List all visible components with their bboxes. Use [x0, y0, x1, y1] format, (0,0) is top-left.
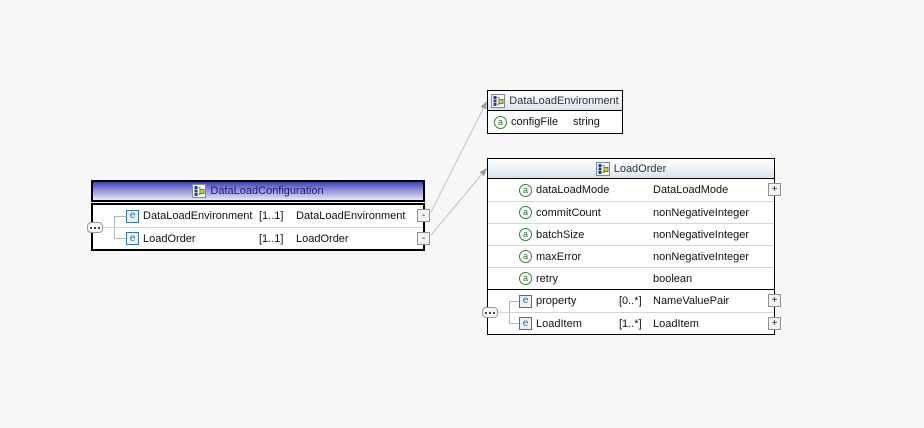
collapse-button[interactable]: - — [417, 232, 430, 245]
arrowhead-loadorder — [479, 168, 487, 176]
attribute-icon: a — [519, 206, 532, 219]
reference-line-loadorder — [430, 173, 483, 236]
attribute-type: boolean — [653, 272, 693, 285]
complex-type-icon — [595, 161, 610, 176]
reference-line-dataloadenvironment — [430, 106, 485, 213]
branch-line — [114, 216, 126, 217]
attribute-name: commitCount — [536, 206, 601, 219]
complex-type-box-dataloadenvironment: DataLoadEnvironment a configFile string — [487, 90, 623, 134]
attribute-type: nonNegativeInteger — [653, 250, 750, 263]
attribute-type: string — [573, 116, 600, 128]
element-cardinality: [1..*] — [619, 317, 642, 330]
attribute-type: DataLoadMode — [653, 184, 729, 196]
complex-type-icon — [491, 93, 506, 108]
sequence-indicator[interactable] — [482, 307, 498, 318]
attribute-row-commitcount[interactable]: a commitCount nonNegativeInteger — [488, 201, 774, 223]
box-title: DataLoadEnvironment — [509, 94, 619, 107]
collapse-button[interactable]: - — [417, 209, 430, 222]
attribute-icon: a — [494, 115, 507, 129]
element-type: NameValuePair — [653, 295, 730, 307]
element-icon: e — [126, 232, 139, 245]
attribute-icon: a — [519, 183, 532, 197]
element-row-loadorder[interactable]: e LoadOrder [1..1] LoadOrder - — [93, 227, 430, 249]
attribute-name: batchSize — [536, 228, 585, 241]
content-model-section: e property [0..*] NameValuePair + e Load… — [482, 290, 781, 335]
attribute-type: nonNegativeInteger — [653, 206, 750, 219]
box-title: LoadOrder — [613, 162, 667, 175]
complex-type-box-loadorder: LoadOrder a dataLoadMode DataLoadMode + … — [482, 158, 781, 335]
element-name: LoadItem — [536, 317, 582, 330]
element-cardinality: [1..1] — [259, 210, 284, 222]
element-cardinality: [1..1] — [259, 232, 284, 245]
expand-button[interactable]: + — [768, 294, 781, 307]
expand-button[interactable]: + — [768, 317, 781, 330]
attribute-name: configFile — [511, 116, 559, 128]
arrowhead-dataloadenvironment — [480, 101, 487, 110]
complex-type-icon — [192, 184, 207, 198]
box-title: DataLoadConfiguration — [210, 185, 324, 197]
element-icon: e — [519, 317, 532, 330]
attribute-name: dataLoadMode — [536, 184, 610, 196]
attribute-icon: a — [519, 228, 532, 241]
attribute-name: retry — [536, 272, 558, 285]
element-cardinality: [0..*] — [619, 295, 642, 307]
element-name: DataLoadEnvironment — [143, 210, 253, 222]
element-row-property[interactable]: e property [0..*] NameValuePair + — [488, 290, 781, 312]
attribute-row-dataloadmode[interactable]: a dataLoadMode DataLoadMode + — [488, 179, 781, 201]
element-row-dataloadenvironment[interactable]: e DataLoadEnvironment [1..1] DataLoadEnv… — [93, 205, 430, 227]
attribute-type: nonNegativeInteger — [653, 228, 750, 241]
element-icon: e — [519, 294, 532, 308]
attribute-icon: a — [519, 272, 532, 285]
attributes-section: a dataLoadMode DataLoadMode + a commitCo… — [487, 179, 781, 290]
element-row-loaditem[interactable]: e LoadItem [1..*] LoadItem + — [488, 312, 781, 334]
attribute-row-configfile[interactable]: a configFile string — [488, 111, 622, 133]
box-header-dataloadenvironment[interactable]: DataLoadEnvironment — [487, 90, 623, 111]
element-name: LoadOrder — [143, 232, 196, 245]
attribute-row-maxerror[interactable]: a maxError nonNegativeInteger — [488, 245, 774, 267]
box-header-dataloadconfiguration[interactable]: DataLoadConfiguration — [91, 180, 425, 202]
attribute-row-batchsize[interactable]: a batchSize nonNegativeInteger — [488, 223, 774, 245]
element-icon: e — [126, 209, 139, 223]
attribute-icon: a — [519, 250, 532, 263]
branch-line — [114, 238, 126, 239]
element-name: property — [536, 295, 577, 307]
attribute-name: maxError — [536, 250, 582, 263]
branch-line — [509, 323, 521, 324]
element-type: LoadOrder — [296, 232, 349, 245]
box-header-loadorder[interactable]: LoadOrder — [487, 158, 775, 179]
element-type: LoadItem — [653, 317, 699, 330]
complex-type-box-dataloadconfiguration: DataLoadConfiguration e DataLoadEnvironm… — [87, 180, 430, 251]
content-model-section: e DataLoadEnvironment [1..1] DataLoadEnv… — [87, 203, 430, 251]
element-type: DataLoadEnvironment — [296, 210, 406, 222]
attribute-row-retry[interactable]: a retry boolean — [488, 267, 774, 289]
sequence-indicator[interactable] — [87, 222, 103, 233]
branch-line — [509, 301, 521, 302]
attributes-section: a configFile string — [487, 111, 623, 134]
expand-button[interactable]: + — [768, 183, 781, 196]
